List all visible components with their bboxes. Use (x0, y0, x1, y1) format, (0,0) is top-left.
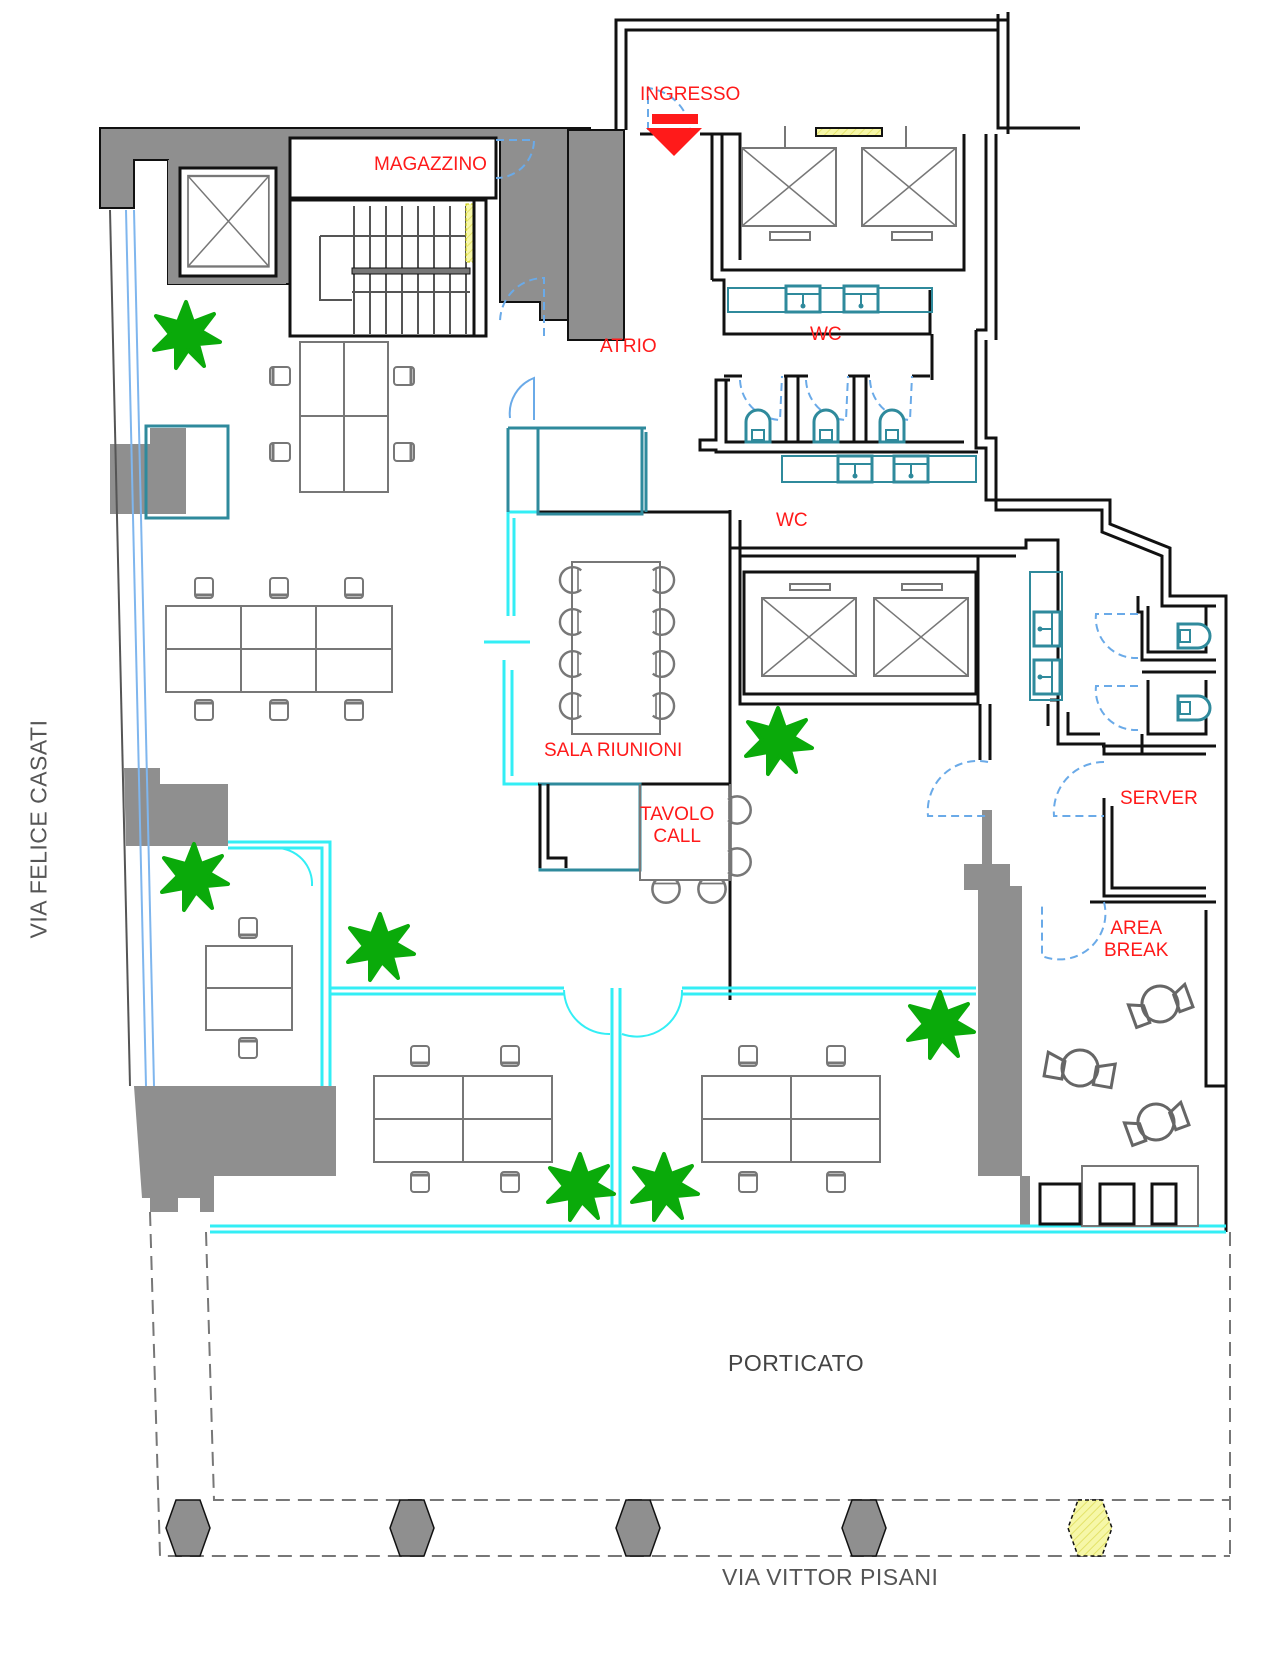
room-label-sala-riunioni: SALA RIUNIONI (544, 740, 683, 761)
area-break-line1: AREA (1110, 918, 1163, 939)
break-area-furniture (1038, 981, 1199, 1227)
tavolo-call-line2: CALL (653, 826, 701, 847)
glass-partitions (210, 510, 1226, 1234)
street-label-west: VIA FELICE CASATI (25, 719, 52, 939)
walls (614, 12, 1228, 1232)
entrance-arrow-icon (646, 114, 702, 156)
elevators (741, 126, 969, 677)
room-label-wc-upper: WC (810, 324, 842, 345)
room-label-area-break: AREA BREAK (1104, 918, 1168, 962)
desk-cluster-office-left (373, 1044, 553, 1194)
west-windows (109, 209, 230, 1087)
area-break-line2: BREAK (1104, 940, 1169, 961)
desk-single-office (205, 916, 293, 1060)
area-label-porticato: PORTICATO (728, 1350, 865, 1376)
structure (99, 127, 1030, 1226)
desk-cluster-office-right (701, 1044, 881, 1194)
sanitary-fixtures (727, 284, 1212, 722)
street-label-south: VIA VITTOR PISANI (722, 1564, 939, 1590)
room-label-tavolo-call: TAVOLO CALL (640, 804, 714, 848)
meeting-table (558, 561, 676, 735)
room-label-ingresso: INGRESSO (640, 84, 741, 105)
room-label-server: SERVER (1120, 788, 1198, 809)
room-label-atrio: ATRIO (600, 336, 657, 357)
porticato-columns (165, 1499, 1113, 1557)
tavolo-call-line1: TAVOLO (640, 804, 715, 825)
meeting-room-walls (506, 426, 732, 881)
desk-cluster-west (165, 576, 393, 722)
room-label-wc-lower: WC (776, 510, 808, 531)
stairwell (288, 136, 498, 338)
door-swings (495, 86, 1139, 961)
porticato-outline (149, 1211, 1231, 1557)
desk-cluster-north (268, 341, 416, 493)
room-label-magazzino: MAGAZZINO (374, 154, 487, 175)
